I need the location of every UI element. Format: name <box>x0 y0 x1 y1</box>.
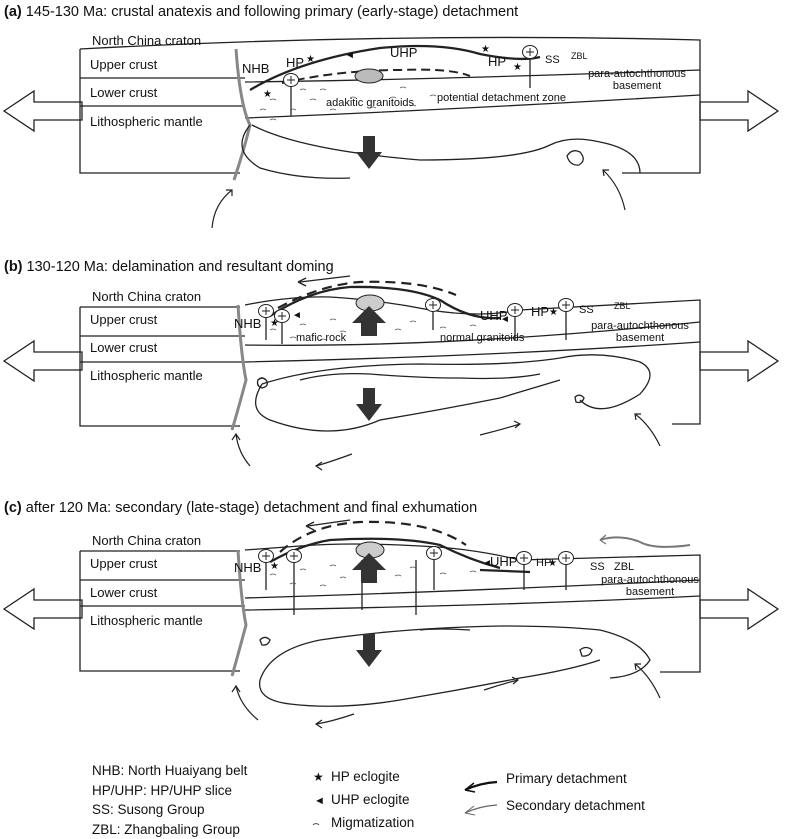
eclogite-symbols: ★ ◄ ★ <box>270 558 557 572</box>
layer-mantle: Lithospheric mantle <box>90 368 203 383</box>
basement-label-1: para-autochthonous <box>588 68 686 80</box>
legend-abbr-hp-uhp: HP/UHP: HP/UHP slice <box>92 783 232 798</box>
layer-lower-crust: Lower crust <box>90 85 158 100</box>
uhp-eclogite-icon: ◄ <box>314 795 325 807</box>
svg-text:◄: ◄ <box>482 558 492 569</box>
panel-title: (c) after 120 Ma: secondary (late-stage)… <box>4 500 477 516</box>
legend-abbr-nhb: NHB: North Huaiyang belt <box>92 763 248 778</box>
eclogite-symbols: ★ ◄ ★ ★ ★ <box>263 44 522 100</box>
panel-title-text: 130-120 Ma: delamination and resultant d… <box>23 259 334 275</box>
nhb-label: NHB <box>234 560 261 575</box>
hp-label-2: HP <box>488 54 506 69</box>
svg-text:◄: ◄ <box>292 310 302 321</box>
panel-letter: (b) <box>4 259 23 275</box>
panel-title: (a) 145-130 Ma: crustal anatexis and fol… <box>4 4 518 20</box>
uhp-label: UHP <box>490 554 517 569</box>
legend: NHB: North Huaiyang belt HP/UHP: HP/UHP … <box>92 763 645 837</box>
adakitic-label: adakitic granitoids <box>326 97 415 109</box>
svg-text:★: ★ <box>481 44 490 55</box>
ss-label: SS <box>590 561 605 573</box>
legend-abbr-ss: SS: Susong Group <box>92 802 205 817</box>
delamination-arrow-icon <box>356 136 382 169</box>
panel-b: (b) 130-120 Ma: delamination and resulta… <box>3 259 779 471</box>
zbl-label: ZBL <box>614 301 631 311</box>
panel-title: (b) 130-120 Ma: delamination and resulta… <box>4 259 334 275</box>
hp-label: HP <box>531 304 549 319</box>
legend-uhp-eclogite: UHP eclogite <box>331 792 410 807</box>
craton-label: North China craton <box>92 33 201 48</box>
secondary-detachment-icon <box>464 804 498 814</box>
svg-text:★: ★ <box>513 62 522 73</box>
hp-eclogite-icon: ★ <box>313 770 324 784</box>
craton-label: North China craton <box>92 289 201 304</box>
delamination-arrow-icon <box>356 634 382 667</box>
basement-label-1: para-autochthonous <box>601 574 699 586</box>
doming-arrow-icon <box>352 553 386 583</box>
craton-label: North China craton <box>92 533 201 548</box>
uhp-label: UHP <box>390 45 417 60</box>
basement-label-2: basement <box>616 332 664 344</box>
extension-arrow-left-icon <box>3 90 83 132</box>
svg-text:★: ★ <box>548 558 557 569</box>
legend-migmatization: Migmatization <box>331 815 414 830</box>
detachment-zone-label: potential detachment zone <box>437 92 566 104</box>
doming-arrow-icon <box>352 306 386 336</box>
crust-block <box>79 519 701 729</box>
nhb-label: NHB <box>242 61 269 76</box>
basement-label-2: basement <box>626 586 674 598</box>
panel-letter: (c) <box>4 500 22 516</box>
panel-title-text: 145-130 Ma: crustal anatexis and followi… <box>22 4 518 20</box>
svg-text:★: ★ <box>549 307 558 318</box>
mafic-rock-label: mafic rock <box>296 332 347 344</box>
svg-text:★: ★ <box>270 318 279 329</box>
nhb-label: NHB <box>234 316 261 331</box>
legend-primary-detachment: Primary detachment <box>506 771 627 786</box>
legend-hp-eclogite: HP eclogite <box>331 769 400 784</box>
panel-c: (c) after 120 Ma: secondary (late-stage)… <box>3 500 779 729</box>
panel-title-text: after 120 Ma: secondary (late-stage) det… <box>22 500 477 516</box>
svg-text:◄: ◄ <box>345 50 355 61</box>
svg-text:★: ★ <box>263 89 272 100</box>
eclogite-symbols: ◄ ◄ ★ ★ <box>270 307 558 329</box>
panel-letter: (a) <box>4 4 22 20</box>
basement-label-1: para-autochthonous <box>591 320 689 332</box>
layer-mantle: Lithospheric mantle <box>90 613 203 628</box>
hp-label: HP <box>286 55 304 70</box>
granitoid-symbols <box>258 294 574 323</box>
migmatite-zone <box>259 86 437 121</box>
extension-arrow-left-icon <box>3 588 83 630</box>
legend-secondary-detachment: Secondary detachment <box>506 798 645 813</box>
layer-mantle: Lithospheric mantle <box>90 114 203 129</box>
extension-arrow-right-icon <box>699 340 779 382</box>
extension-arrow-right-icon <box>699 90 779 132</box>
layer-upper-crust: Upper crust <box>90 312 158 327</box>
crust-block <box>79 36 701 229</box>
migmatization-icon <box>312 823 320 826</box>
hp-label: HP <box>536 557 551 569</box>
svg-text:★: ★ <box>270 561 279 572</box>
basement-label-2: basement <box>613 80 661 92</box>
legend-abbr-zbl: ZBL: Zhangbaling Group <box>92 822 240 837</box>
extension-arrow-right-icon <box>699 588 779 630</box>
zbl-label: ZBL <box>571 51 588 61</box>
layer-upper-crust: Upper crust <box>90 556 158 571</box>
crust-block <box>79 275 701 471</box>
ss-label: SS <box>545 54 560 66</box>
svg-text:★: ★ <box>306 54 315 65</box>
extension-arrow-left-icon <box>3 340 83 382</box>
delamination-arrow-icon <box>356 388 382 421</box>
uhp-label: UHP <box>480 308 507 323</box>
layer-lower-crust: Lower crust <box>90 585 158 600</box>
ss-label: SS <box>579 304 594 316</box>
layer-upper-crust: Upper crust <box>90 57 158 72</box>
normal-granitoids-label: normal granitoids <box>440 332 525 344</box>
granitoid-symbols <box>283 45 538 87</box>
zbl-label: ZBL <box>614 561 634 573</box>
svg-text:◄: ◄ <box>500 314 510 325</box>
panel-a: (a) 145-130 Ma: crustal anatexis and fol… <box>3 4 779 229</box>
layer-lower-crust: Lower crust <box>90 340 158 355</box>
